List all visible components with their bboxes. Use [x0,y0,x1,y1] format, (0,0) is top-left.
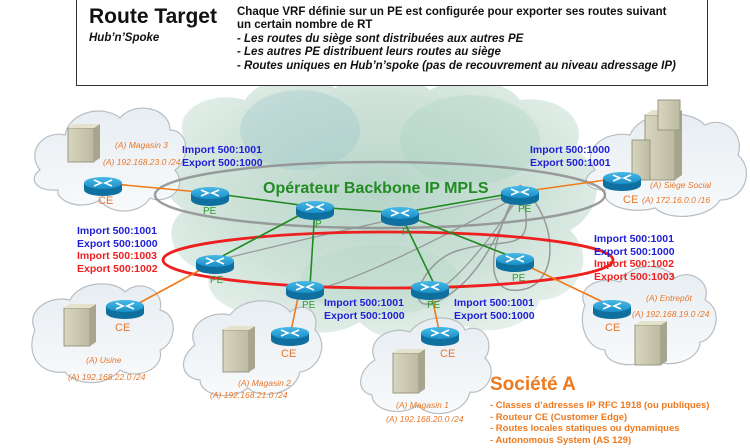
building-icon [634,321,667,366]
p-router-left-icon [296,201,334,220]
bullet-item: - Routes uniques en Hub’n’spoke (pas de … [237,59,676,72]
title-box: Route Target Hub’n’Spoke Chaque VRF défi… [76,0,708,86]
site-network-magasin3: (A) 192.168.23.0 /24 [103,157,181,167]
ce-router-siege-icon [603,172,641,191]
site-name-magasin2: (A) Magasin 2 [238,378,291,388]
site-network-entrepot: (A) 192.168.19.0 /24 [632,309,710,319]
feature-item: - Routes locales statiques ou dynamiques [490,423,680,434]
site-cloud-usine [31,283,174,384]
ce-router-magasin2-icon [271,327,309,346]
site-network-magasin2: (A) 192.168.21.0 /24 [210,390,288,400]
bullet-item: - Les routes du siège sont distribuées a… [237,32,524,45]
building-icon [392,349,425,394]
site-network-magasin1: (A) 192.168.20.0 /24 [386,414,464,424]
site-name-magasin1: (A) Magasin 1 [396,400,449,410]
p-label: P [402,227,409,238]
ce-router-magasin1-icon [421,327,459,346]
p-router-right-icon [381,207,419,226]
pe-router-entrepot-icon [496,253,534,272]
building-icon [67,124,100,163]
rt-label-entrepot: Import 500:1001 Export 500:1000 Import 5… [594,233,675,283]
company-title: Société A [490,374,576,395]
pe-router-usine-icon [196,255,234,274]
p-label: P [315,219,322,230]
ce-label: CE [115,322,131,334]
pe-label: PE [302,300,316,311]
rt-label-magasin3: Import 500:1001 Export 500:1000 [182,144,263,169]
ce-label: CE [605,322,621,334]
site-name-magasin3: (A) Magasin 3 [115,140,168,150]
page-title: Route Target [89,5,217,28]
intro-line: un certain nombre de RT [237,19,373,32]
site-network-siege: (A) 172.16.0.0 /16 [642,195,711,205]
pe-label: PE [518,204,532,215]
ce-label: CE [98,195,114,207]
spoke-vpn-ring [161,230,615,290]
building-icon [63,304,96,347]
building-icon [631,99,682,181]
feature-item: - Routeur CE (Customer Edge) [490,411,628,423]
rt-label-magasin2: Import 500:1001 Export 500:1000 [324,297,405,322]
building-icon [222,326,255,373]
intro-line: Chaque VRF définie sur un PE est configu… [237,6,667,18]
ce-router-entrepot-icon [593,300,631,319]
pe-router-magasin1-icon [411,281,449,300]
description: Chaque VRF définie sur un PE est configu… [237,6,676,73]
feature-item: - Classes d’adresses IP RFC 1918 (ou pub… [490,400,710,411]
page-subtitle: Hub’n’Spoke [89,32,160,44]
site-cloud-entrepot [581,265,717,366]
pe-label: PE [512,273,526,284]
ce-label: CE [281,348,297,360]
site-name-usine: (A) Usine [86,355,122,365]
company-features: - Classes d’adresses IP RFC 1918 (ou pub… [490,400,709,446]
rt-label-usine: Import 500:1001 Export 500:1000 Import 5… [77,225,158,275]
pe-label: PE [427,300,441,311]
pe-label: PE [210,275,224,286]
bullet-item: - Les autres PE distribuent leurs routes… [237,46,501,59]
rt-label-magasin1: Import 500:1001 Export 500:1000 [454,297,535,322]
pe-router-magasin3-icon [191,187,229,206]
site-name-siege: (A) Siège Social [650,180,711,190]
ce-router-usine-icon [106,300,144,319]
feature-item: - Autonomous System (AS 129) [490,434,632,446]
pe-router-magasin2-icon [286,281,324,300]
pe-router-siege-icon [501,186,539,205]
ce-router-magasin3-icon [84,177,122,196]
ce-label: CE [440,348,456,360]
site-network-usine: (A) 192.168.22.0 /24 [68,372,146,382]
backbone-label: Opérateur Backbone IP MPLS [263,180,489,197]
pe-label: PE [203,206,217,217]
site-name-entrepot: (A) Entrepôt [646,293,692,303]
ce-label: CE [623,194,639,206]
rt-label-siege: Import 500:1000 Export 500:1001 [530,144,611,169]
